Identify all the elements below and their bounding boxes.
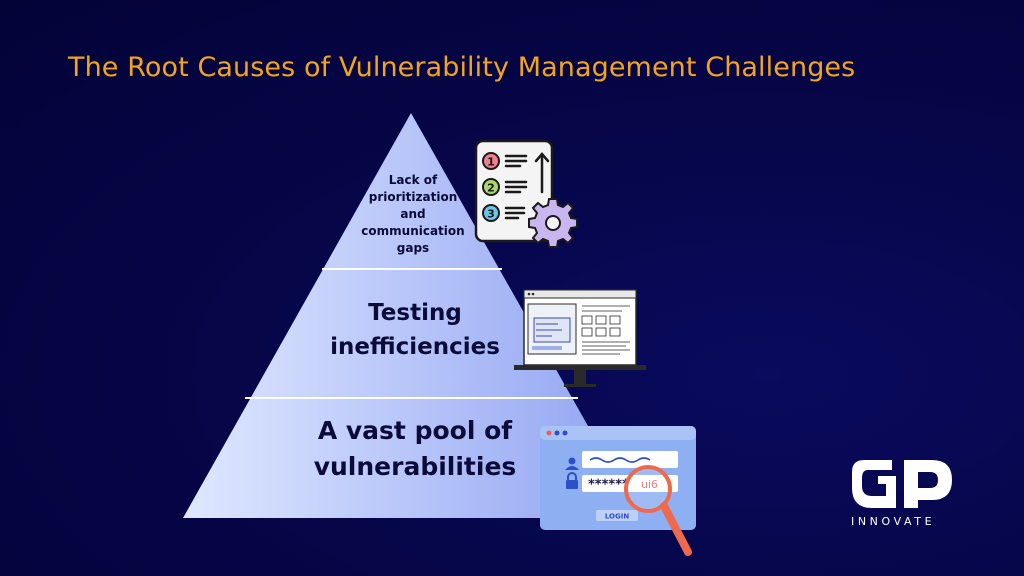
tier-1-line: Lack of xyxy=(388,173,438,187)
priority-list-gear-icon: 1 2 3 xyxy=(474,139,578,248)
gp-logo xyxy=(852,460,952,508)
tier-3-label: A vast pool of vulnerabilities xyxy=(280,413,550,485)
tier-1-line: prioritization xyxy=(368,190,458,204)
tier-2-label: Testing inefficiencies xyxy=(300,296,530,364)
page-title: The Root Causes of Vulnerability Managem… xyxy=(68,52,856,83)
login-button-label: LOGIN xyxy=(605,513,630,521)
priority-number: 1 xyxy=(487,156,495,169)
tier-2-line: inefficiencies xyxy=(330,334,500,360)
priority-number: 3 xyxy=(487,208,495,221)
tier-1-line: gaps xyxy=(396,241,430,255)
brand-wordmark: INNOVATE xyxy=(851,515,936,528)
password-revealed: ui6 xyxy=(641,478,658,491)
login-magnifier-icon: ****** ui6 LOGIN xyxy=(540,426,696,556)
tier-3-line: vulnerabilities xyxy=(313,452,517,481)
pyramid-shape xyxy=(183,113,640,518)
tier-2-line: Testing xyxy=(368,300,462,326)
tier-3-line: A vast pool of xyxy=(317,416,513,445)
password-mask: ****** xyxy=(588,478,629,493)
priority-number: 2 xyxy=(487,182,495,195)
tier-1-label: Lack of prioritization and communication… xyxy=(353,172,473,257)
tier-1-line: and xyxy=(400,207,426,221)
laptop-testing-icon xyxy=(514,289,646,387)
tier-1-line: communication xyxy=(361,224,465,238)
